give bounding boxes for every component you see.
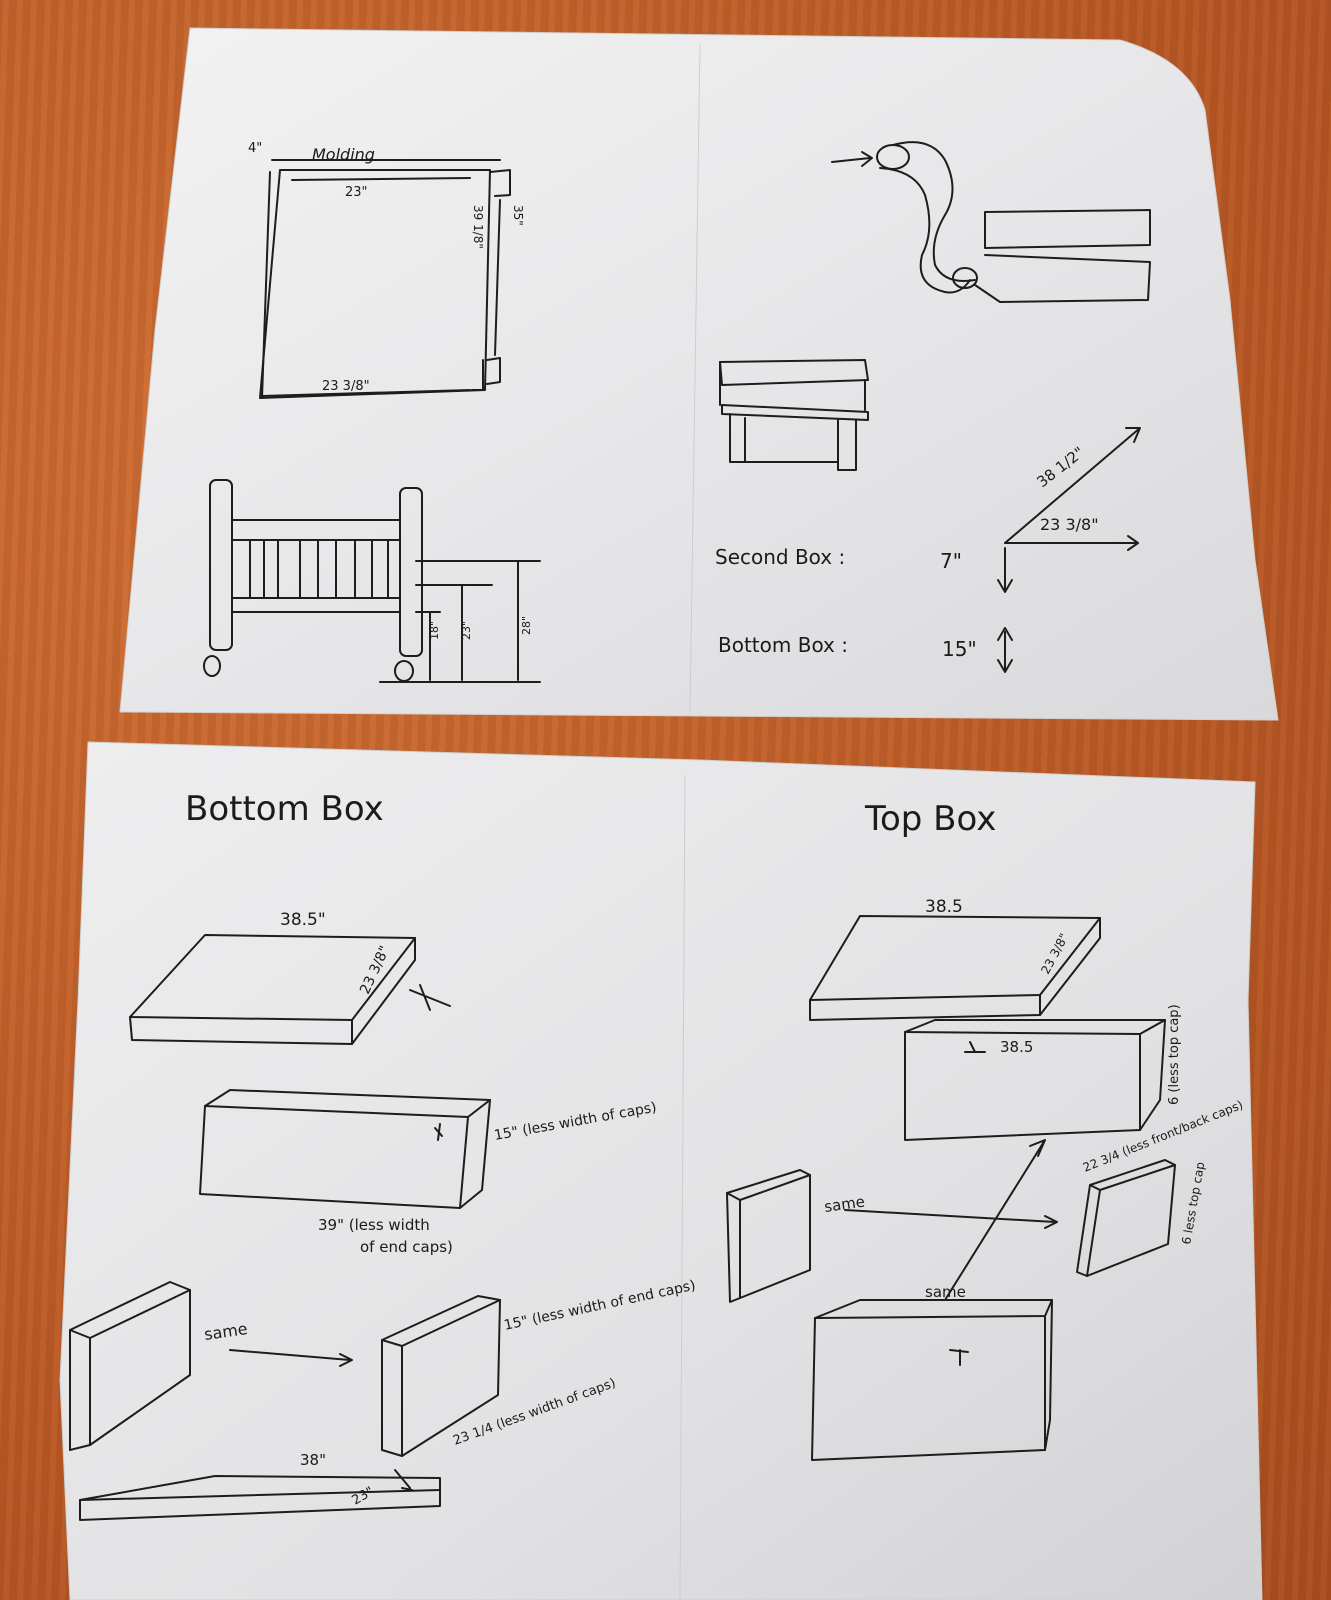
- bottom-box-label: Bottom Box :: [718, 633, 848, 657]
- bottom-box-title: Bottom Box: [185, 789, 384, 829]
- bottom-box-top-slab: [129, 934, 451, 1045]
- height-18: 18": [428, 621, 441, 640]
- top-paper: [119, 27, 1279, 721]
- desk-sketch: [719, 359, 869, 471]
- top-box-title: Top Box: [864, 799, 996, 839]
- bottom-front-length-1: 39" (less width: [318, 1216, 430, 1234]
- top-box-back-panel: [811, 1299, 1053, 1461]
- top-sheet: 4" Molding 23" 23 3/8" 35" 39 1/8" 18" 2…: [119, 27, 1279, 721]
- top-box-top-slab: [809, 915, 1101, 1021]
- top-box-front-note: 6 (less top cap): [1167, 1004, 1182, 1105]
- top-box-front-length: 38.5: [1000, 1038, 1033, 1056]
- molding-label: Molding: [312, 145, 375, 164]
- top-box-side-pieces: [726, 1139, 1176, 1303]
- bed-side-a: 35": [511, 205, 525, 226]
- bottom-box-front-panel: [199, 1089, 491, 1209]
- bottom-box-value: 15": [942, 637, 977, 661]
- top-same-label-2: same: [925, 1283, 966, 1301]
- bottom-base-length: 38": [300, 1451, 326, 1469]
- second-box-label: Second Box :: [715, 545, 845, 569]
- bed-bottom-width: 23 3/8": [322, 379, 370, 394]
- box-depth: 23 3/8": [1040, 515, 1099, 534]
- bottom-box-end-caps: [69, 1281, 501, 1457]
- bottom-paper: [59, 741, 1263, 1600]
- bottom-front-length-2: of end caps): [360, 1238, 453, 1256]
- bed-top-width: 23": [345, 185, 368, 200]
- bottom-top-length: 38.5": [280, 910, 326, 930]
- bottom-box-base-slab: [79, 1469, 441, 1521]
- height-23: 23": [460, 621, 473, 640]
- headboard-sketch: [203, 479, 541, 683]
- top-box-top-length: 38.5: [925, 897, 963, 917]
- box-dimension-diagram: [997, 427, 1141, 673]
- scroll-arm-sketch: [831, 141, 1151, 303]
- top-box-front-panel: [904, 1019, 1166, 1141]
- molding-width-label: 4": [248, 141, 262, 156]
- bed-frame-sketch: [259, 159, 511, 399]
- bed-side-b: 39 1/8": [471, 205, 485, 249]
- top-same-label-1: same: [823, 1192, 866, 1216]
- second-box-value: 7": [940, 549, 962, 573]
- bottom-sheet: Bottom Box Top Box 38.5" 23 3/8" 15" (le…: [59, 741, 1263, 1600]
- height-28: 28": [520, 616, 533, 635]
